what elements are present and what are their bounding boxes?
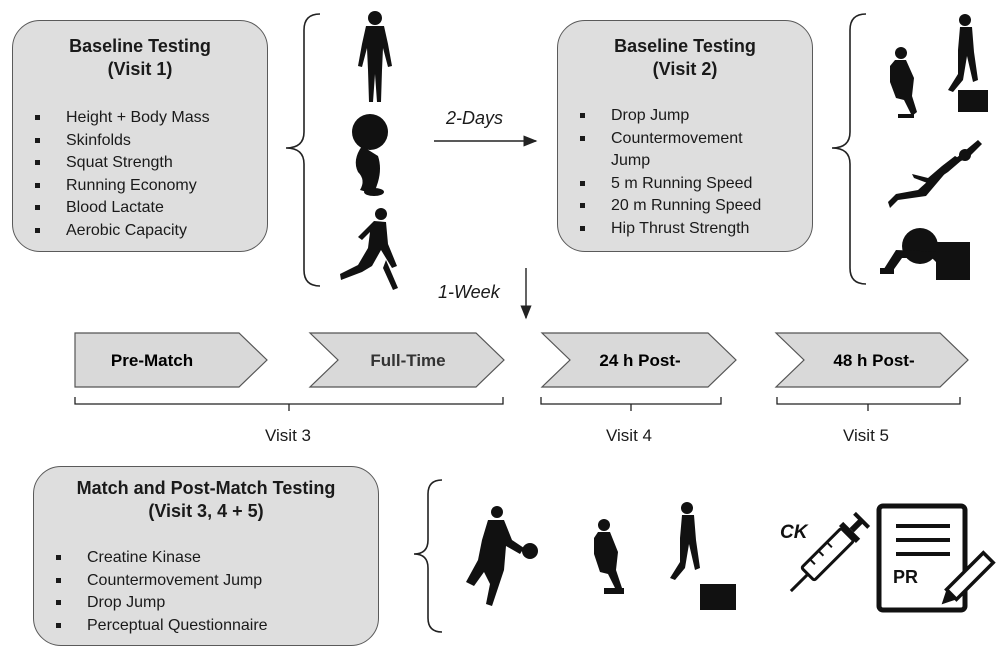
bracket-visit4 <box>540 397 722 411</box>
standing-body-icon <box>358 11 392 102</box>
list-item: Jump <box>611 152 651 169</box>
list-item: 20 m Running Speed <box>574 195 761 218</box>
chevron-24h: 24 h Post- <box>540 332 737 388</box>
list-item: Creatine Kinase <box>50 547 268 570</box>
brace-left-1 <box>285 13 321 287</box>
match-testing-box: Match and Post-Match Testing (Visit 3, 4… <box>33 466 379 646</box>
list-item: Perceptual Questionnaire <box>50 615 268 638</box>
one-week-label: 1-Week <box>438 282 500 302</box>
squat-jump-icon <box>890 47 917 118</box>
list-item: Drop Jump <box>574 105 761 128</box>
syringe-icon: CK <box>780 511 871 593</box>
questionnaire-icon: PR <box>876 503 996 613</box>
list-item: Squat Strength <box>29 152 210 175</box>
stage-label: Full-Time <box>370 351 445 370</box>
bracket-visit5 <box>776 397 961 411</box>
drop-jump-box-icon <box>948 14 988 112</box>
chevron-full-time: Full-Time <box>308 332 505 388</box>
hip-thrust-icon <box>880 228 970 280</box>
brace-left-3 <box>413 479 443 633</box>
squat-lift-icon <box>352 114 388 196</box>
box2-title-line1: Baseline Testing <box>614 36 756 56</box>
stage-label: 24 h Post- <box>599 351 680 370</box>
list-item: Hip Thrust Strength <box>574 218 761 241</box>
list-item: 5 m Running Speed <box>574 173 761 196</box>
list-item: Countermovement Jump <box>50 570 268 593</box>
box1-list: Height + Body Mass Skinfolds Squat Stren… <box>29 107 210 242</box>
countermovement-jump-icon <box>594 519 624 594</box>
list-item: Skinfolds <box>29 130 210 153</box>
box3-title-line1: Match and Post-Match Testing <box>76 478 336 498</box>
list-item: Blood Lactate <box>29 197 210 220</box>
visit3-label: Visit 3 <box>265 426 311 445</box>
basketball-player-icon <box>466 506 538 606</box>
list-item: Running Economy <box>29 175 210 198</box>
list-item: Countermovement <box>574 128 761 151</box>
list-item: Aerobic Capacity <box>29 220 210 243</box>
list-item: Height + Body Mass <box>29 107 210 130</box>
visit4-label: Visit 4 <box>606 426 652 445</box>
stage-label: 48 h Post- <box>833 351 914 370</box>
box2-list: Drop Jump Countermovement Jump 5 m Runni… <box>574 105 761 240</box>
ck-label: CK <box>780 522 809 543</box>
bracket-visit3 <box>74 397 504 411</box>
stage-label: Pre-Match <box>111 351 193 370</box>
visit5-label: Visit 5 <box>843 426 889 445</box>
box3-title-line2: (Visit 3, 4 + 5) <box>148 501 264 521</box>
drop-jump-icon <box>670 502 736 610</box>
box3-list: Creatine Kinase Countermovement Jump Dro… <box>50 547 268 637</box>
list-item: Drop Jump <box>50 592 268 615</box>
pr-label: PR <box>893 567 918 587</box>
baseline-visit1-box: Baseline Testing (Visit 1) Height + Body… <box>12 20 268 252</box>
box1-title: Baseline Testing (Visit 1) <box>13 35 267 81</box>
box1-title-line1: Baseline Testing <box>69 36 211 56</box>
chevron-pre-match: Pre-Match <box>74 332 268 388</box>
baseline-visit2-box: Baseline Testing (Visit 2) Drop Jump Cou… <box>557 20 813 252</box>
sprinter-icon <box>888 140 982 208</box>
box2-title: Baseline Testing (Visit 2) <box>558 35 812 81</box>
two-days-label: 2-Days <box>446 108 504 128</box>
chevron-48h: 48 h Post- <box>774 332 969 388</box>
brace-left-2 <box>831 13 867 285</box>
box2-title-line2: (Visit 2) <box>652 59 718 79</box>
box1-title-line2: (Visit 1) <box>107 59 173 79</box>
running-person-icon <box>340 208 398 290</box>
box3-title: Match and Post-Match Testing (Visit 3, 4… <box>34 477 378 523</box>
